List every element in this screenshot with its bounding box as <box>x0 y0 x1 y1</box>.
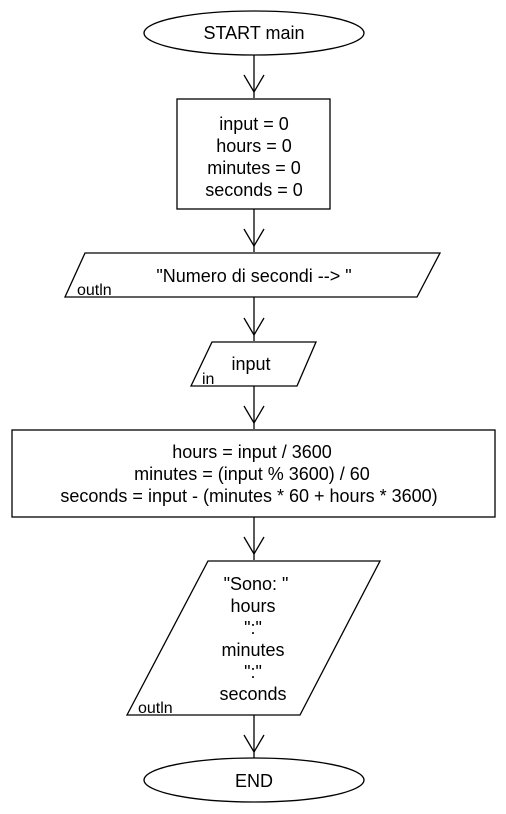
init-line: input = 0 <box>219 114 289 134</box>
end-label: END <box>235 771 273 791</box>
read-input-text: input <box>231 354 270 374</box>
result-output-node: "Sono: " hours ":" minutes ":" seconds o… <box>125 560 382 717</box>
result-line: seconds <box>219 684 286 704</box>
init-line: hours = 0 <box>216 136 292 156</box>
start-node: START main <box>143 10 365 56</box>
result-line: ":" <box>244 662 262 682</box>
init-line: minutes = 0 <box>207 158 301 178</box>
result-line: minutes <box>221 640 284 660</box>
result-line: ":" <box>244 618 262 638</box>
edge-compute-to-result <box>243 517 265 560</box>
prompt-output-node: "Numero di secondi --> " outln <box>63 252 442 299</box>
result-line: "Sono: " <box>224 574 289 594</box>
compute-line: seconds = input - (minutes * 60 + hours … <box>60 486 437 506</box>
init-line: seconds = 0 <box>205 180 303 200</box>
result-line: hours <box>230 596 275 616</box>
read-input-tag: in <box>202 371 214 388</box>
compute-process-block: hours = input / 3600 minutes = (input % … <box>11 429 496 518</box>
edge-init-to-prompt <box>243 209 265 252</box>
compute-line: hours = input / 3600 <box>172 442 332 462</box>
edge-prompt-to-input <box>243 297 265 341</box>
edge-result-to-end <box>243 715 265 758</box>
start-label: START main <box>203 23 304 43</box>
edge-input-to-compute <box>243 386 265 429</box>
init-process-block: input = 0 hours = 0 minutes = 0 seconds … <box>176 98 331 210</box>
end-node: END <box>143 757 365 803</box>
read-input-node: input in <box>189 341 317 388</box>
prompt-tag: outln <box>77 282 112 299</box>
edge-start-to-init <box>243 55 265 98</box>
compute-line: minutes = (input % 3600) / 60 <box>134 464 370 484</box>
result-tag: outln <box>138 700 173 717</box>
prompt-text: "Numero di secondi --> " <box>156 266 351 286</box>
